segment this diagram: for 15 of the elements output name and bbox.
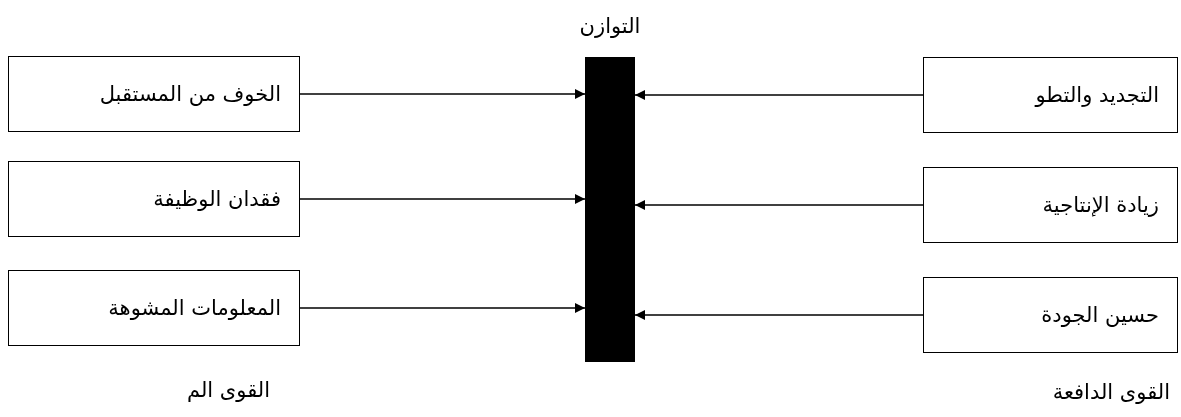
factor-box: الخوف من المستقبل <box>8 56 300 132</box>
factor-box: المعلومات المشوهة <box>8 270 300 346</box>
force-label: القوى الم <box>186 378 270 402</box>
arrow <box>299 194 586 204</box>
factor-box: حسين الجودة <box>923 277 1178 353</box>
arrow <box>299 89 586 99</box>
arrow <box>299 303 586 313</box>
factor-box: التجديد والتطو <box>923 57 1178 133</box>
arrow <box>634 200 924 210</box>
factor-box: زيادة الإنتاجية <box>923 167 1178 243</box>
arrow <box>634 310 924 320</box>
arrow <box>634 90 924 100</box>
factor-box: فقدان الوظيفة <box>8 161 300 237</box>
force-label: القوى الدافعة <box>1052 380 1170 404</box>
heading: التوازن <box>578 14 642 38</box>
